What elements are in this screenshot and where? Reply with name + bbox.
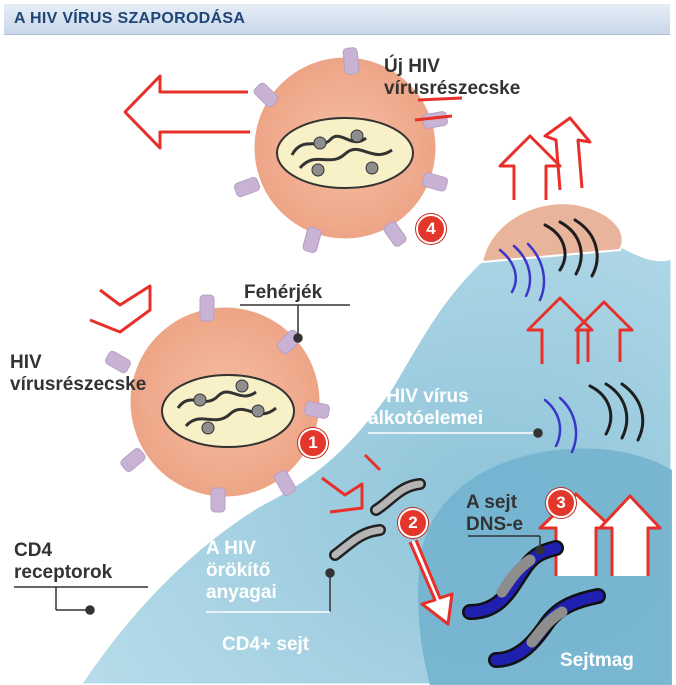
cd4-label-line1: CD4 xyxy=(14,540,53,561)
title-bar: A HIV VÍRUS SZAPORODÁSA xyxy=(4,4,670,35)
nucleus xyxy=(418,448,672,685)
components-label-line2: alkotóelemei xyxy=(368,408,484,429)
diagram-title: A HIV VÍRUS SZAPORODÁSA xyxy=(14,10,246,27)
hiv-virus-particle xyxy=(105,294,330,513)
proteins-label: Fehérjék xyxy=(244,282,323,303)
new-hiv-label-line1: Új HIV xyxy=(384,56,440,77)
hiv-label-line2: vírusrészecske xyxy=(10,374,147,395)
new-hiv-label-line2: vírusrészecske xyxy=(384,78,521,99)
cell-dna-label-line1: A sejt xyxy=(466,492,518,513)
cd4-cell-label: CD4+ sejt xyxy=(222,634,310,655)
step-badge-3: 3 xyxy=(546,488,576,518)
genetic-material-label-line2: örökítő xyxy=(206,560,271,581)
cell-dna-label-line2: DNS-e xyxy=(466,514,524,535)
viral-components xyxy=(498,218,645,454)
new-virus-particle xyxy=(233,47,449,254)
genetic-material-label-line1: A HIV xyxy=(206,538,256,559)
cd4-label-line2: receptorok xyxy=(14,562,113,583)
leader-lines xyxy=(14,304,545,615)
step-badge-1: 1 xyxy=(298,428,328,458)
hiv-label-line1: HIV xyxy=(10,352,42,373)
hiv-genetic-material xyxy=(329,478,426,561)
step-badge-4: 4 xyxy=(416,214,446,244)
genetic-material-label-line3: anyagai xyxy=(206,582,277,603)
nucleus-label: Sejtmag xyxy=(560,650,634,671)
step-badge-2: 2 xyxy=(398,508,428,538)
components-label-line1: A HIV vírus xyxy=(368,386,469,407)
